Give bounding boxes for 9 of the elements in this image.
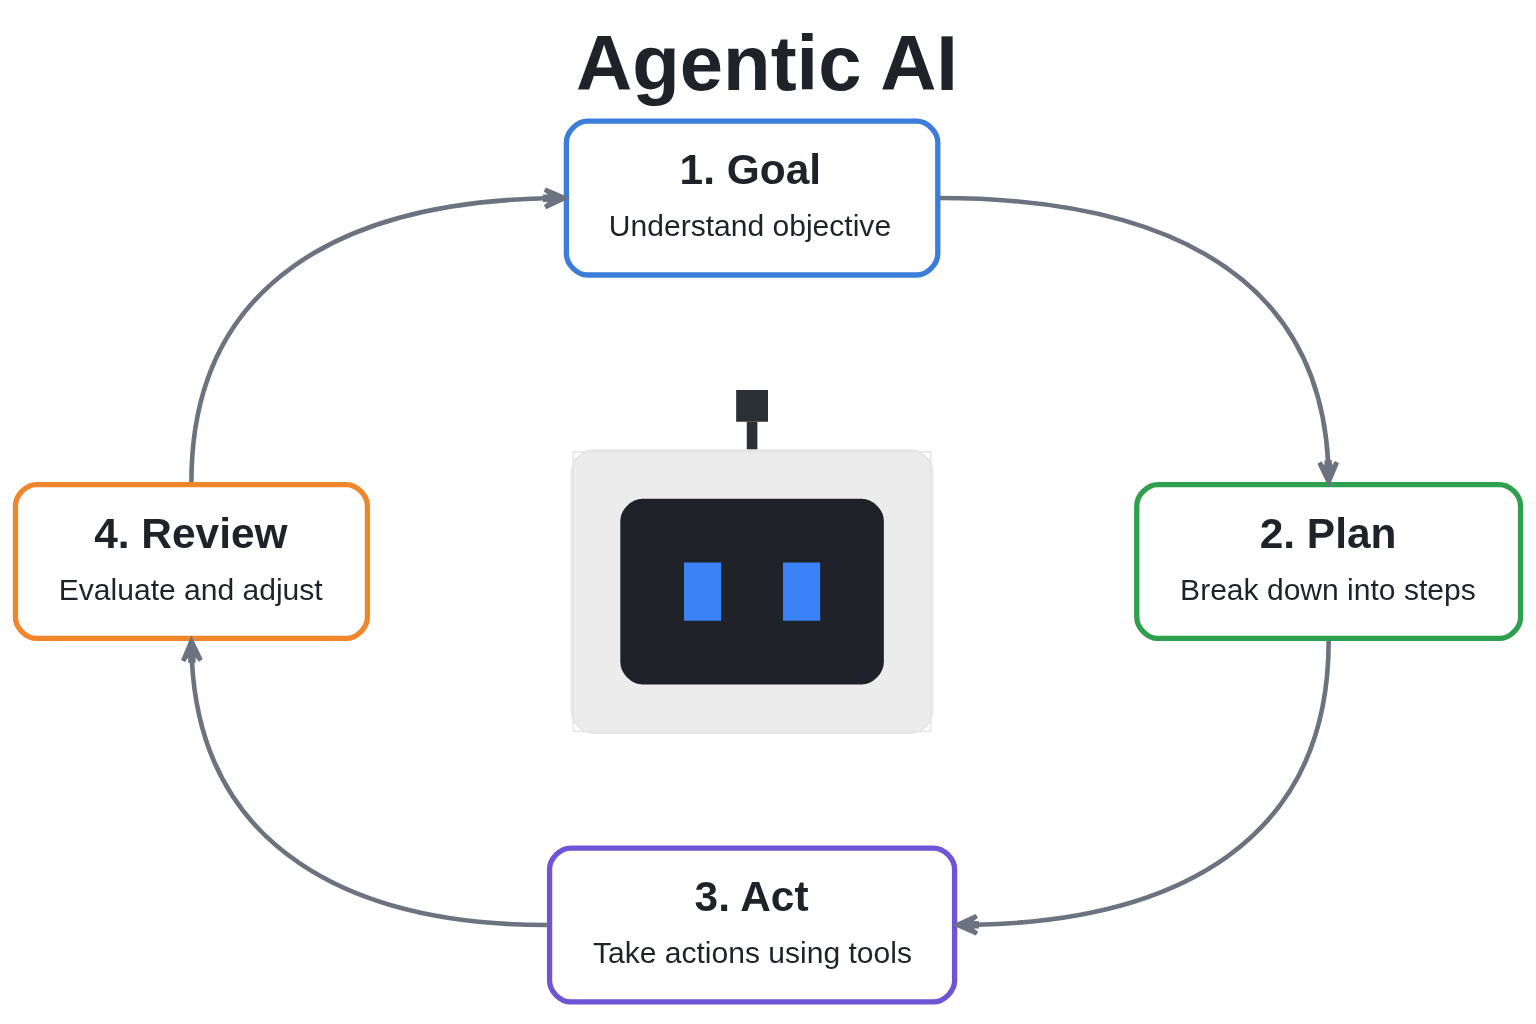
node-box: 4. Review Evaluate and adjust [12,481,371,642]
arrow [189,187,567,483]
node-box: 3. Act Take actions using tools [546,845,958,1005]
node-box: 1. Goal Understand objective [563,118,941,278]
arrow [954,640,1331,936]
node-box: 2. Plan Break down into steps [1134,481,1524,642]
arrow [180,638,547,928]
diagram-title: Agentic AI [576,19,958,106]
arrow [939,195,1340,485]
